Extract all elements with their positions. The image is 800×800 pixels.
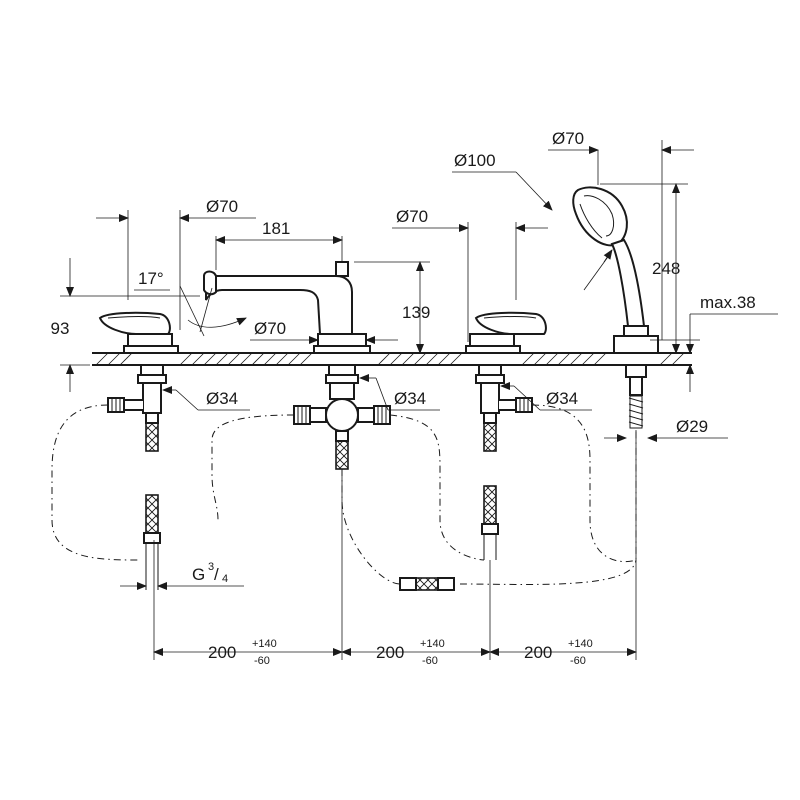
thread-denominator: 4 [222, 573, 228, 585]
dim-height-248: 248 [652, 259, 680, 278]
right-valve-handle [465, 311, 547, 354]
thread-g-label: G [192, 565, 205, 584]
deck [92, 352, 692, 366]
dim-diameter-29: Ø29 [676, 417, 708, 436]
spout [203, 261, 371, 354]
hose-routing [51, 404, 637, 591]
dim-diameter-100: Ø100 [454, 151, 496, 170]
spacing-minus: -60 [254, 655, 270, 667]
dim-height-93: 93 [51, 319, 70, 338]
dim-thread-g-3-4: G 3 / 4 [192, 561, 228, 585]
right-valve-body [475, 364, 533, 560]
dim-diameter-34-right: Ø34 [546, 389, 578, 408]
dim-spacing-1: 200 +140 -60 [208, 638, 277, 667]
dim-length-181: 181 [262, 219, 290, 238]
dim-diameter-70-hand-shower: Ø70 [552, 129, 584, 148]
spacing-plus: +140 [420, 638, 445, 650]
spacing-base: 200 [376, 643, 404, 662]
spacing-plus: +140 [568, 638, 593, 650]
dim-diameter-70-right-valve: Ø70 [396, 207, 428, 226]
extension-lines [60, 140, 700, 660]
hand-shower [572, 186, 659, 354]
dim-diameter-70-spout-base: Ø70 [254, 319, 286, 338]
dim-max-38: max.38 [700, 293, 756, 312]
left-valve-handle [98, 311, 179, 354]
left-valve-body [107, 364, 167, 590]
dim-spacing-2: 200 +140 -60 [376, 638, 445, 667]
dimension-lines [66, 146, 778, 656]
thread-fraction-slash: / [214, 565, 219, 584]
spacing-plus: +140 [252, 638, 277, 650]
spacing-minus: -60 [570, 655, 586, 667]
shower-hose-connection [625, 364, 647, 429]
dim-spacing-3: 200 +140 -60 [524, 638, 593, 667]
spacing-base: 200 [524, 643, 552, 662]
diverter-body [293, 364, 391, 470]
dim-diameter-34-left: Ø34 [206, 389, 238, 408]
spacing-base: 200 [208, 643, 236, 662]
dim-diameter-70-left: Ø70 [206, 197, 238, 216]
spacing-minus: -60 [422, 655, 438, 667]
dim-height-139: 139 [402, 303, 430, 322]
thread-numerator: 3 [208, 561, 214, 573]
dim-diameter-34-center: Ø34 [394, 389, 426, 408]
dim-angle-17: 17° [138, 269, 164, 288]
